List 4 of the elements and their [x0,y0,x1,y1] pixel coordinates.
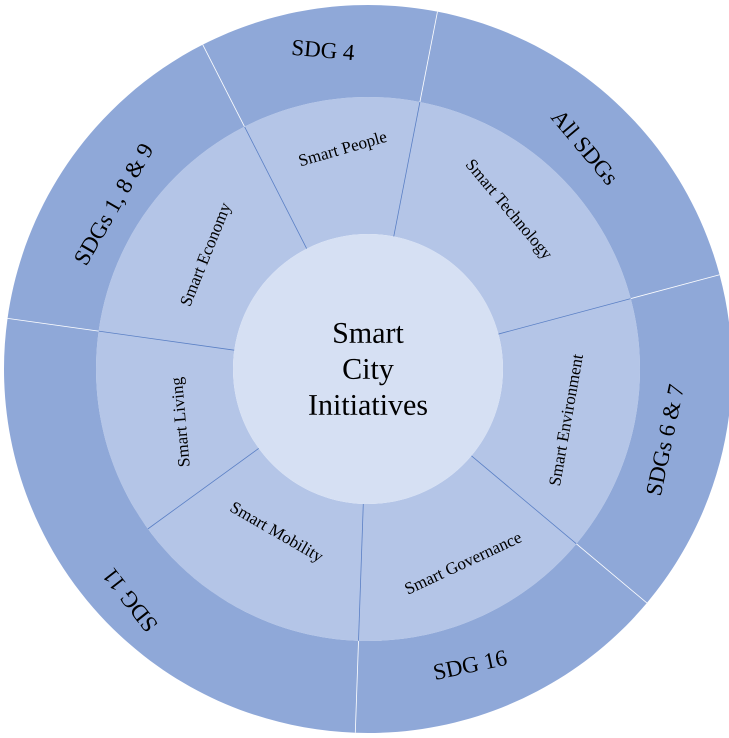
node-label: SDG 4 [292,40,354,60]
ring-segment: Smart People [244,97,420,249]
node-label: SDGs 6 & 7 [646,384,683,496]
ring-segment: SDG 4 [202,5,438,127]
